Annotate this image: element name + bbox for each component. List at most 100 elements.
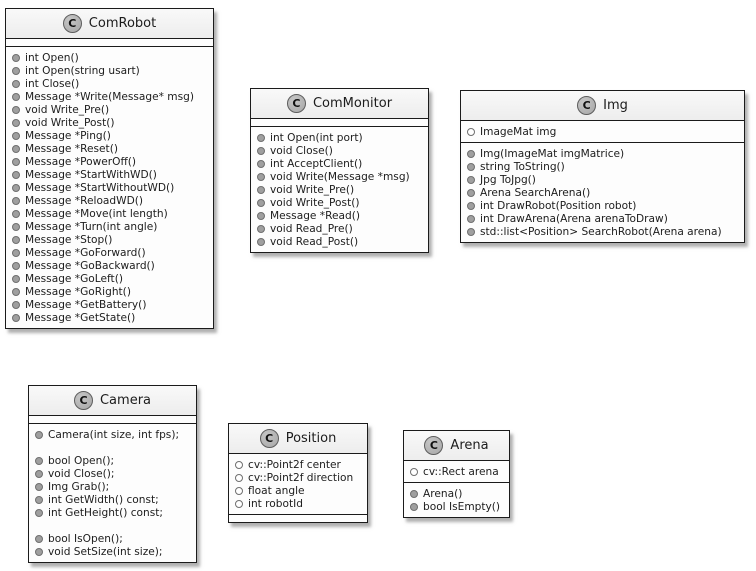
method-item: Message *GetState() [11, 311, 208, 324]
class-badge-icon: C [62, 14, 82, 33]
method-text: int DrawRobot(Position robot) [480, 199, 637, 212]
method-item: Message *GetBattery() [11, 298, 208, 311]
method-visibility-icon [257, 198, 265, 207]
method-visibility-icon [12, 183, 20, 192]
method-visibility-icon [12, 261, 20, 270]
method-visibility-icon [410, 489, 418, 498]
class-header-arena: C Arena [404, 431, 509, 460]
method-visibility-icon [257, 224, 265, 233]
method-item: bool IsEmpty() [409, 500, 504, 513]
method-text: int DrawArena(Arena arenaToDraw) [480, 212, 668, 225]
method-visibility-icon [410, 502, 418, 511]
class-badge-icon: C [577, 96, 597, 115]
class-name: ComRobot [88, 16, 157, 31]
fields-compartment: cv::Point2f center cv::Point2f direction… [229, 453, 367, 514]
method-visibility-icon [467, 201, 475, 210]
method-text: void Read_Post() [270, 235, 359, 248]
fields-compartment [6, 38, 213, 46]
field-text: ImageMat img [480, 125, 557, 138]
method-item: Arena SearchArena() [466, 186, 739, 199]
method-visibility-icon [257, 211, 265, 220]
class-header-commonitor: C ComMonitor [251, 89, 428, 118]
method-text: void SetSize(int size); [48, 545, 163, 558]
class-badge-icon: C [286, 94, 306, 113]
method-text: int GetHeight() const; [48, 506, 163, 519]
class-name: Img [603, 98, 628, 113]
method-item: Message *Turn(int angle) [11, 220, 208, 233]
field-text: cv::Rect arena [423, 465, 499, 478]
class-box-img: C Img ImageMat img Img(ImageMat imgMatri… [460, 90, 745, 243]
method-text: bool IsOpen(); [48, 532, 123, 545]
method-text: int Open(string usart) [25, 64, 140, 77]
method-visibility-icon [12, 53, 20, 62]
class-header-comrobot: C ComRobot [6, 9, 213, 38]
method-text: std::list<Position> SearchRobot(Arena ar… [480, 225, 722, 238]
method-item: std::list<Position> SearchRobot(Arena ar… [466, 225, 739, 238]
fields-compartment: cv::Rect arena [404, 460, 509, 482]
methods-compartment: Arena() bool IsEmpty() [404, 482, 509, 517]
fields-compartment: ImageMat img [461, 120, 744, 142]
method-visibility-icon [12, 118, 20, 127]
field-text: int robotId [248, 497, 303, 510]
method-item: Message *PowerOff() [11, 155, 208, 168]
method-visibility-icon [12, 248, 20, 257]
methods-compartment: int Open(int port) void Close() int Acce… [251, 126, 428, 252]
method-item: int Close() [11, 77, 208, 90]
method-visibility-icon [12, 92, 20, 101]
method-visibility-icon [12, 144, 20, 153]
field-visibility-icon [410, 467, 418, 476]
field-visibility-icon [235, 486, 243, 495]
method-visibility-icon [35, 482, 43, 491]
method-text: int Close() [25, 77, 80, 90]
method-text: Camera(int size, int fps); [48, 428, 180, 441]
field-item: cv::Rect arena [409, 465, 504, 478]
method-item: Message *Write(Message* msg) [11, 90, 208, 103]
method-item: int Open(int port) [256, 131, 423, 144]
class-badge-icon: C [259, 429, 279, 448]
method-item: Message *GoLeft() [11, 272, 208, 285]
method-item: int Open() [11, 51, 208, 64]
field-item: cv::Point2f direction [234, 471, 362, 484]
method-visibility-icon [35, 547, 43, 556]
method-text: Message *Turn(int angle) [25, 220, 158, 233]
method-text: void Write_Post() [25, 116, 115, 129]
fields-compartment [29, 415, 196, 423]
method-text: Arena SearchArena() [480, 186, 591, 199]
method-item: bool Open(); [34, 454, 191, 467]
field-item: float angle [234, 484, 362, 497]
method-visibility-icon [467, 214, 475, 223]
fields-compartment [251, 118, 428, 126]
method-visibility-icon [12, 287, 20, 296]
method-item: Arena() [409, 487, 504, 500]
method-text: Message *GetState() [25, 311, 136, 324]
class-box-camera: C Camera Camera(int size, int fps); bool… [28, 385, 197, 563]
method-visibility-icon [257, 146, 265, 155]
class-name: ComMonitor [312, 96, 393, 111]
method-visibility-icon [257, 133, 265, 142]
method-item: void Read_Pre() [256, 222, 423, 235]
method-text: bool IsEmpty() [423, 500, 501, 513]
field-visibility-icon [235, 499, 243, 508]
method-text: Message *GoRight() [25, 285, 131, 298]
method-text: Jpg ToJpg() [480, 173, 536, 186]
method-visibility-icon [12, 196, 20, 205]
method-text: Img(ImageMat imgMatrice) [480, 147, 625, 160]
method-item: Img Grab(); [34, 480, 191, 493]
method-text: void Write_Pre() [270, 183, 355, 196]
method-visibility-icon [257, 185, 265, 194]
field-visibility-icon [467, 127, 475, 136]
method-text: Message *Ping() [25, 129, 111, 142]
method-item: void Write_Post() [256, 196, 423, 209]
method-visibility-icon [12, 66, 20, 75]
method-text: Message *GoBackward() [25, 259, 155, 272]
method-text: int Open(int port) [270, 131, 363, 144]
method-visibility-icon [12, 313, 20, 322]
class-box-commonitor: C ComMonitor int Open(int port) void Clo… [250, 88, 429, 253]
field-item: cv::Point2f center [234, 458, 362, 471]
method-item: int DrawRobot(Position robot) [466, 199, 739, 212]
method-item: Message *Reset() [11, 142, 208, 155]
method-visibility-icon [12, 235, 20, 244]
method-visibility-icon [12, 131, 20, 140]
method-text: Message *Write(Message* msg) [25, 90, 194, 103]
